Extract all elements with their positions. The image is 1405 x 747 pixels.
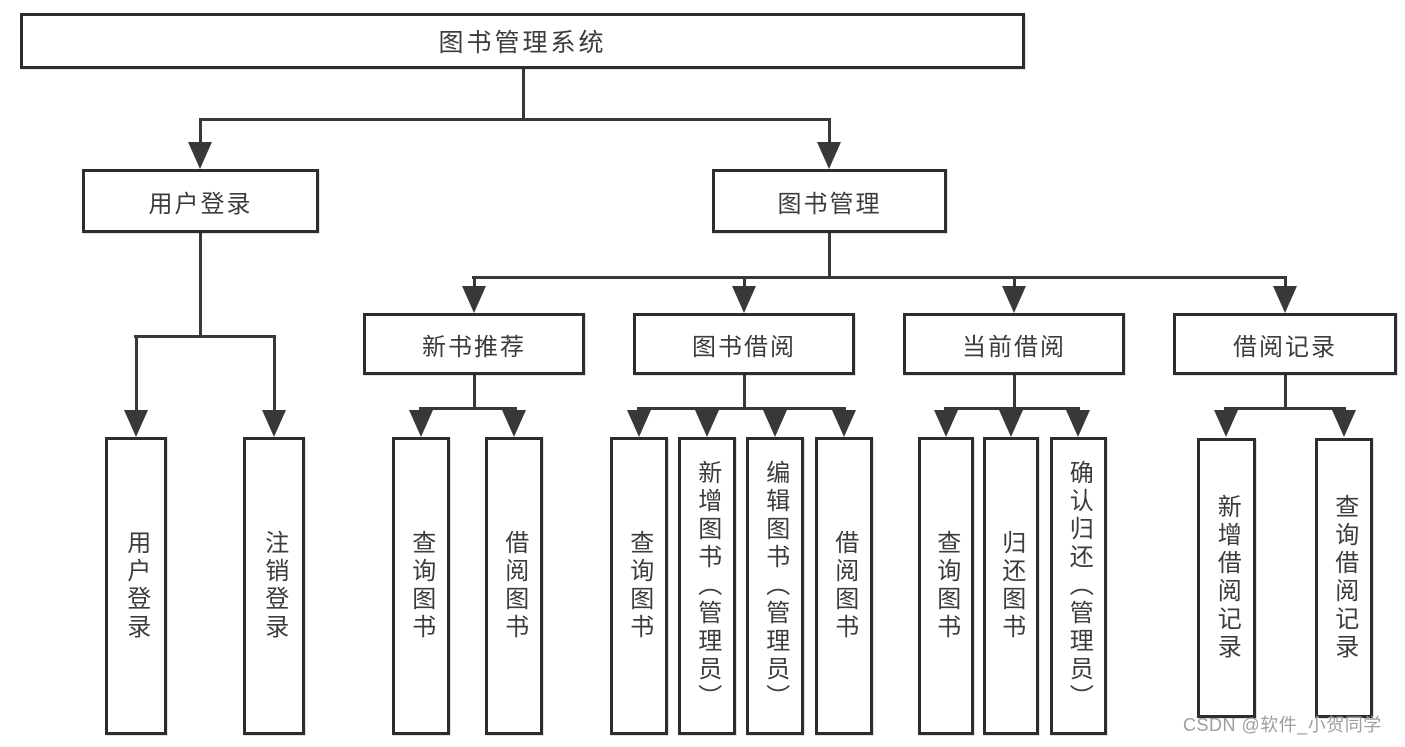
connector-line xyxy=(1013,375,1016,407)
leaf-confirm-return-admin: 确认归还（管理员） xyxy=(1050,437,1107,735)
leaf-borrow-books: 借阅图书 xyxy=(815,437,873,735)
connector-line xyxy=(1013,276,1016,288)
leaf-label: 查询图书 xyxy=(625,530,653,642)
node-user-login: 用户登录 xyxy=(82,169,319,233)
node-label: 新书推荐 xyxy=(422,333,526,361)
connector-line xyxy=(828,233,831,276)
leaf-label: 确认归还（管理员） xyxy=(1065,460,1093,712)
arrow-down-icon xyxy=(462,286,486,313)
connector-line xyxy=(637,407,846,410)
leaf-add-book-admin: 新增图书（管理员） xyxy=(678,437,736,735)
connector-line xyxy=(473,276,476,288)
arrow-down-icon xyxy=(763,410,787,437)
leaf-label: 查询图书 xyxy=(932,530,960,642)
node-label: 图书管理系统 xyxy=(438,29,607,57)
arrow-down-icon xyxy=(934,410,958,437)
watermark: CSDN @软件_小贺同学 xyxy=(1183,715,1382,735)
connector-line xyxy=(472,276,1287,279)
arrow-down-icon xyxy=(262,410,286,437)
leaf-edit-book-admin: 编辑图书（管理员） xyxy=(746,437,804,735)
leaf-label: 编辑图书（管理员） xyxy=(761,460,789,712)
connector-line xyxy=(522,69,525,120)
arrow-down-icon xyxy=(832,410,856,437)
connector-line xyxy=(743,276,746,288)
connector-line xyxy=(134,335,276,338)
arrow-down-icon xyxy=(627,410,651,437)
leaf-logout: 注销登录 xyxy=(243,437,305,735)
node-book-management: 图书管理 xyxy=(712,169,947,233)
node-new-book-recommendation: 新书推荐 xyxy=(363,313,585,375)
connector-line xyxy=(199,233,202,335)
arrow-down-icon xyxy=(695,410,719,437)
leaf-label: 用户登录 xyxy=(122,530,150,642)
arrow-down-icon xyxy=(1273,286,1297,313)
arrow-down-icon xyxy=(999,410,1023,437)
leaf-query-books-borrow: 查询图书 xyxy=(610,437,668,735)
connector-line xyxy=(473,375,476,407)
arrow-down-icon xyxy=(1332,410,1356,437)
arrow-down-icon xyxy=(188,142,212,169)
leaf-borrow-books-recommend: 借阅图书 xyxy=(485,437,543,735)
node-book-management-system: 图书管理系统 xyxy=(20,13,1025,69)
node-label: 图书借阅 xyxy=(692,333,796,361)
connector-line xyxy=(1284,375,1287,407)
leaf-label: 查询借阅记录 xyxy=(1330,494,1358,662)
node-book-borrowing: 图书借阅 xyxy=(633,313,855,375)
leaf-label: 新增借阅记录 xyxy=(1213,494,1241,662)
arrow-down-icon xyxy=(502,410,526,437)
node-label: 当前借阅 xyxy=(962,333,1066,361)
node-label: 用户登录 xyxy=(148,190,253,218)
arrow-down-icon xyxy=(817,142,841,169)
leaf-label: 查询图书 xyxy=(407,530,435,642)
arrow-down-icon xyxy=(1066,410,1090,437)
connector-line xyxy=(273,335,276,413)
connector-line xyxy=(135,335,138,413)
node-label: 图书管理 xyxy=(777,190,882,218)
arrow-down-icon xyxy=(732,286,756,313)
connector-line xyxy=(1224,407,1346,410)
node-label: 借阅记录 xyxy=(1233,333,1337,361)
node-current-borrowing: 当前借阅 xyxy=(903,313,1125,375)
arrow-down-icon xyxy=(409,410,433,437)
connector-line xyxy=(828,118,831,146)
leaf-add-borrow-record: 新增借阅记录 xyxy=(1197,438,1256,718)
leaf-query-books-recommend: 查询图书 xyxy=(392,437,450,735)
connector-line xyxy=(743,375,746,407)
leaf-return-books: 归还图书 xyxy=(983,437,1039,735)
leaf-label: 归还图书 xyxy=(997,530,1025,642)
arrow-down-icon xyxy=(1214,410,1238,437)
arrow-down-icon xyxy=(1002,286,1026,313)
leaf-user-login: 用户登录 xyxy=(105,437,167,735)
connector-line xyxy=(199,118,202,146)
connector-line xyxy=(419,407,517,410)
connector-line xyxy=(199,118,831,121)
connector-line xyxy=(1284,276,1287,288)
leaf-label: 新增图书（管理员） xyxy=(693,460,721,712)
leaf-query-borrow-record: 查询借阅记录 xyxy=(1315,438,1373,718)
leaf-label: 注销登录 xyxy=(260,530,288,642)
leaf-query-books-current: 查询图书 xyxy=(918,437,974,735)
leaf-label: 借阅图书 xyxy=(500,530,528,642)
node-borrowing-records: 借阅记录 xyxy=(1173,313,1397,375)
arrow-down-icon xyxy=(124,410,148,437)
leaf-label: 借阅图书 xyxy=(830,530,858,642)
